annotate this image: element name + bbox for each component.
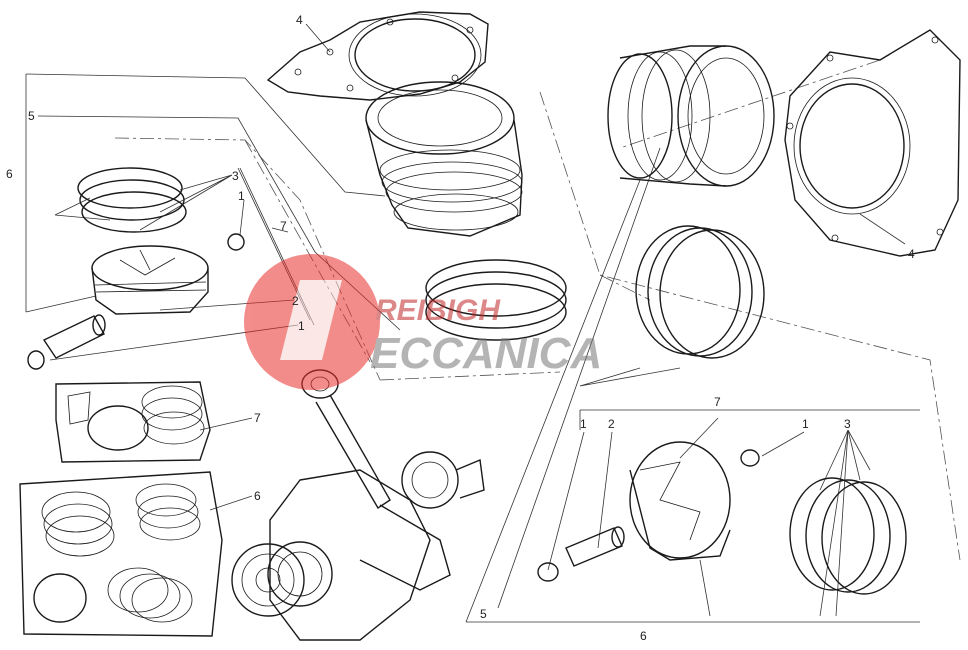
watermark-line1: REIBIGH <box>375 294 501 327</box>
kit-box-lower <box>19 471 223 637</box>
callout-6-left: 6 <box>6 167 13 181</box>
piston-rings-left <box>77 167 187 233</box>
callout-7-left: 7 <box>280 219 287 233</box>
callout-1-right: 1 <box>802 417 809 431</box>
piston-rings-center <box>425 259 567 341</box>
callout-2-left: 2 <box>292 294 299 308</box>
piston-pin-left <box>27 233 245 370</box>
crankshaft <box>231 451 485 641</box>
piston-pin-right <box>537 449 760 582</box>
piston-rings-right-mid <box>635 225 765 359</box>
piston-left <box>91 245 209 315</box>
watermark-line2: ECCANICA <box>370 329 602 378</box>
callout-3-right: 3 <box>844 417 851 431</box>
callout-6-box: 6 <box>254 489 261 503</box>
callout-5-left: 5 <box>28 109 35 123</box>
callout-4-top: 4 <box>296 13 303 27</box>
piston-rings-right <box>789 477 907 595</box>
leader-lines <box>25 23 920 623</box>
cylinder-liner-right <box>607 45 775 187</box>
callout-6-right: 6 <box>640 629 647 643</box>
callout-7-box: 7 <box>254 411 261 425</box>
callout-1-right-left: 1 <box>580 417 587 431</box>
watermark-logo: REIBIGH ECCANICA <box>244 254 602 390</box>
callout-7-right: 7 <box>714 395 721 409</box>
cylinder-head-gasket-top <box>266 11 489 101</box>
kit-box-upper <box>55 381 211 463</box>
cylinder-liner-left <box>365 81 523 237</box>
callout-2-right: 2 <box>608 417 615 431</box>
callout-4-right: 4 <box>908 247 915 261</box>
cylinder-head-gasket-right <box>784 29 961 257</box>
callout-labels: 6 5 4 3 1 7 2 1 7 6 4 7 1 2 1 3 5 6 <box>6 13 915 643</box>
callout-1-left-top: 1 <box>238 189 245 203</box>
piston-right <box>629 441 731 561</box>
callout-5-right: 5 <box>480 607 487 621</box>
callout-1-left-bottom: 1 <box>298 319 305 333</box>
callout-3-left: 3 <box>232 169 239 183</box>
